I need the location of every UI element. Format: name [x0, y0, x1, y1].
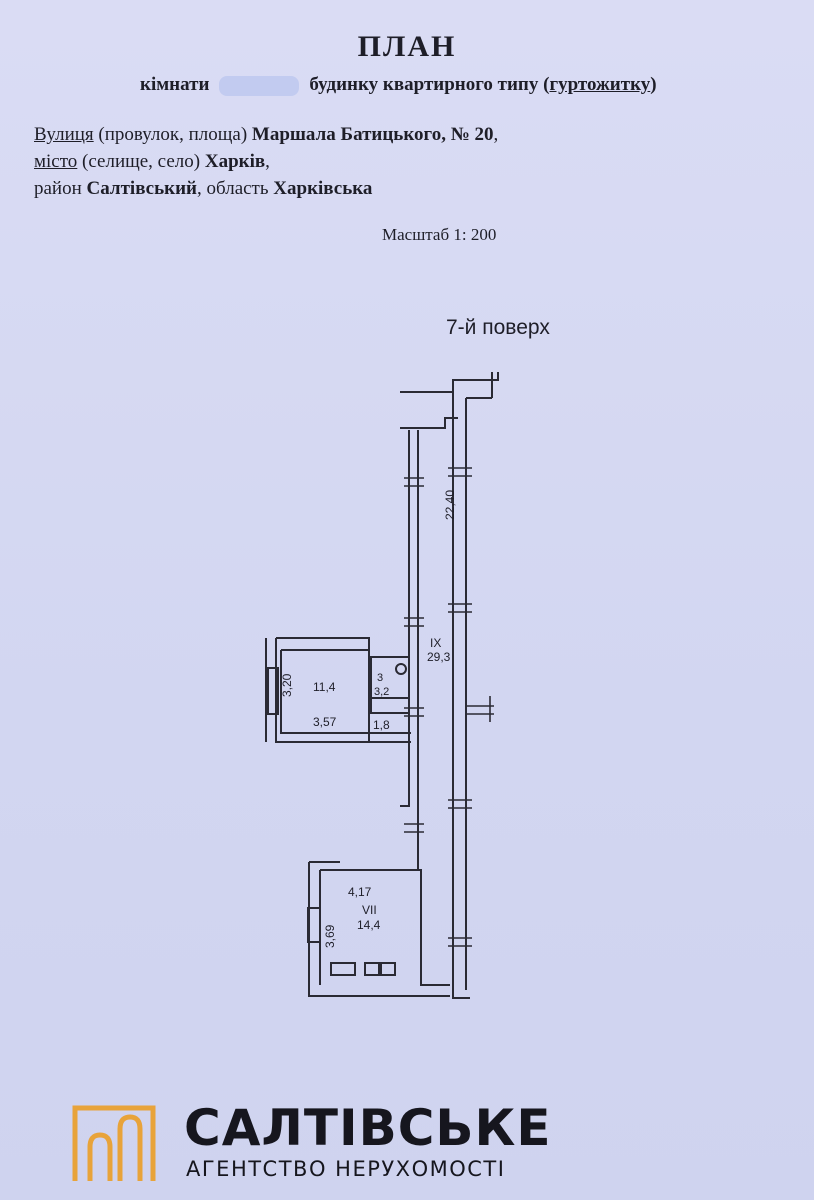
corridor-area: 29,3: [427, 650, 451, 664]
agency-tagline: АГЕНТСТВО НЕРУХОМОСТІ: [186, 1157, 506, 1181]
floor-label: 7-й поверх: [446, 316, 550, 339]
room-top-area: 11,4: [313, 680, 336, 694]
subtitle-underlined: гуртожитку: [549, 74, 651, 95]
agency-name: САЛТІВСЬКЕ: [184, 1099, 552, 1157]
street-label: (провулок, площа): [93, 124, 252, 145]
bath-block: [370, 656, 410, 714]
city-value: Харків: [204, 151, 266, 172]
street-label-underlined: Вулиця: [34, 124, 94, 145]
room-bottom-width: 4,17: [348, 885, 372, 899]
city-label-underlined: місто: [34, 151, 78, 172]
room-top-height: 3,20: [280, 673, 294, 697]
subtitle-middle: будинку квартирного типу (: [309, 74, 550, 95]
city-label: (селище, село): [77, 151, 205, 172]
district-label: район: [34, 178, 87, 199]
scale-label: Масштаб 1: 200: [382, 225, 497, 244]
corridor-number: IX: [430, 636, 441, 650]
region-label: , область: [197, 178, 274, 199]
district-value: Салтівський: [86, 178, 198, 199]
city-trail: ,: [265, 151, 270, 172]
room-bottom-area: 14,4: [357, 918, 381, 932]
subtitle-prefix: кімнати: [140, 74, 210, 95]
document-title: ПЛАН: [357, 30, 457, 63]
room-bottom-walls: [308, 862, 450, 997]
room-bottom-height: 3,69: [323, 924, 337, 948]
address-city-line: місто (селище, село) Харків,: [34, 151, 270, 173]
room-top-walls: [276, 637, 370, 742]
address-district-line: район Салтівський, область Харківська: [34, 178, 372, 200]
address-street-line: Вулиця (провулок, площа) Маршала Батицьк…: [34, 124, 498, 146]
bath-small-area: 1,8: [373, 718, 390, 732]
document-subtitle: кімнати будинку квартирного типу (гуртожи…: [140, 74, 657, 96]
building-logo-icon: [72, 1105, 156, 1181]
room-top-width: 3,57: [313, 715, 337, 729]
corridor-left-inner-wall: [400, 430, 410, 807]
street-trail: ,: [493, 124, 499, 145]
corridor-dimension: 22,40: [443, 490, 457, 520]
room-bottom-number: VII: [362, 903, 377, 917]
subtitle-suffix: ): [650, 74, 657, 95]
redacted-room-number: [219, 75, 300, 96]
agency-logo: САЛТІВСЬКЕ АГЕНТСТВО НЕРУХОМОСТІ: [72, 1099, 552, 1185]
bath-area: 3,2: [374, 686, 389, 698]
bath-number: 3: [377, 672, 383, 684]
region-value: Харківська: [273, 178, 373, 199]
corridor-right-wall: [452, 388, 470, 999]
top-entry-wall: [400, 372, 499, 393]
street-value: Маршала Батицького, № 20: [251, 124, 494, 145]
corridor-left-wall: [417, 430, 450, 986]
